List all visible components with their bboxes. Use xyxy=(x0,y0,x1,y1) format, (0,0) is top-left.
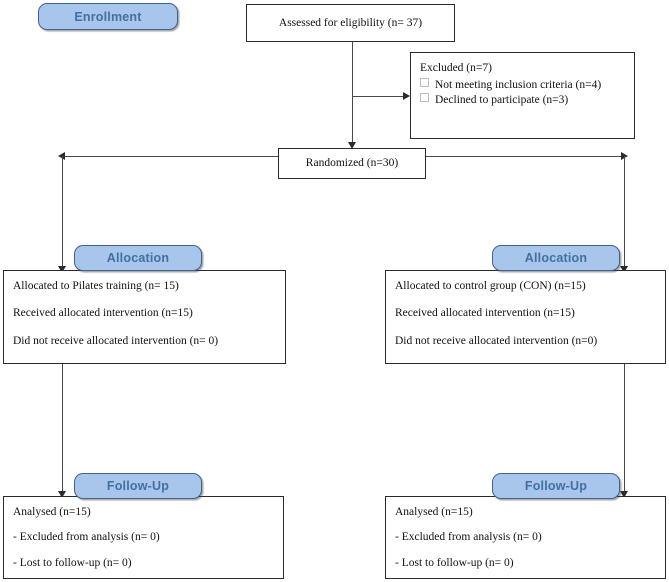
stage-label-followup-right: Follow-Up xyxy=(492,473,620,499)
connector-to-excluded xyxy=(352,96,407,98)
excluded-title: Excluded (n=7) xyxy=(420,62,492,74)
stage-label-allocation-left: Allocation xyxy=(74,245,202,271)
allocated-right-box: Allocated to control group (CON) (n=15) … xyxy=(385,270,666,364)
allocated-right-line: Allocated to control group (CON) (n=15) xyxy=(395,280,586,292)
arrowhead-into-randomized xyxy=(348,142,356,149)
allocated-left-line: Allocated to Pilates training (n= 15) xyxy=(13,280,179,292)
stage-label-followup-left-text: Follow-Up xyxy=(106,479,170,493)
analysed-right-line: - Excluded from analysis (n= 0) xyxy=(395,531,542,544)
analysed-right-line: Analysed (n=15) xyxy=(395,506,473,518)
checkbox-icon xyxy=(420,78,429,88)
analysed-left-line: - Lost to follow-up (n= 0) xyxy=(13,556,132,569)
analysed-right-line: - Lost to follow-up (n= 0) xyxy=(395,556,514,569)
excluded-box: Excluded (n=7) Not meeting inclusion cri… xyxy=(410,52,635,139)
randomized-box: Randomized (n=30) xyxy=(278,148,426,179)
arrowhead-into-right-allocation xyxy=(620,266,628,273)
connector-randomized-split-left xyxy=(62,156,279,158)
assessed-for-eligibility-text: Assessed for eligibility (n= 37) xyxy=(278,16,423,29)
assessed-for-eligibility-box: Assessed for eligibility (n= 37) xyxy=(246,4,455,42)
excluded-item-label: Declined to participate (n=3) xyxy=(435,93,569,106)
connector-assessed-to-randomized xyxy=(352,42,354,146)
arrowhead-into-left-allocation xyxy=(58,266,66,273)
analysed-right-box: Analysed (n=15) - Excluded from analysis… xyxy=(385,496,666,579)
stage-label-allocation-right-text: Allocation xyxy=(524,251,588,265)
stage-label-enrollment-text: Enrollment xyxy=(74,9,142,24)
arrowhead-into-excluded xyxy=(403,92,410,100)
randomized-text: Randomized (n=30) xyxy=(305,157,399,170)
connector-left-allocation-to-analysed xyxy=(62,364,64,495)
allocated-left-line: Did not receive allocated intervention (… xyxy=(13,334,219,347)
arrowhead-into-right-analysed xyxy=(620,491,628,498)
connector-right-allocation-to-analysed xyxy=(624,364,626,495)
connector-to-right-allocation xyxy=(624,156,626,270)
arrowhead-split-left xyxy=(58,152,65,160)
excluded-item-label: Not meeting inclusion criteria (n=4) xyxy=(435,79,602,92)
stage-label-allocation-left-text: Allocation xyxy=(106,251,170,265)
stage-label-enrollment: Enrollment xyxy=(38,3,178,30)
arrowhead-into-left-analysed xyxy=(58,491,66,498)
stage-label-followup-right-text: Follow-Up xyxy=(524,479,588,493)
analysed-left-line: - Excluded from analysis (n= 0) xyxy=(13,531,160,544)
connector-to-left-allocation xyxy=(62,156,64,270)
excluded-item: Declined to participate (n=3) xyxy=(420,92,625,107)
checkbox-icon xyxy=(420,92,429,102)
stage-label-followup-left: Follow-Up xyxy=(74,473,202,499)
stage-label-allocation-right: Allocation xyxy=(492,245,620,271)
connector-randomized-split-right xyxy=(425,156,625,158)
allocated-right-line: Did not receive allocated intervention (… xyxy=(395,334,598,347)
allocated-right-line: Received allocated intervention (n=15) xyxy=(395,307,575,320)
allocated-left-box: Allocated to Pilates training (n= 15) Re… xyxy=(3,270,286,364)
analysed-left-box: Analysed (n=15) - Excluded from analysis… xyxy=(3,496,284,579)
analysed-left-line: Analysed (n=15) xyxy=(13,506,91,518)
excluded-item: Not meeting inclusion criteria (n=4) xyxy=(420,78,625,92)
allocated-left-line: Received allocated intervention (n=15) xyxy=(13,307,193,320)
